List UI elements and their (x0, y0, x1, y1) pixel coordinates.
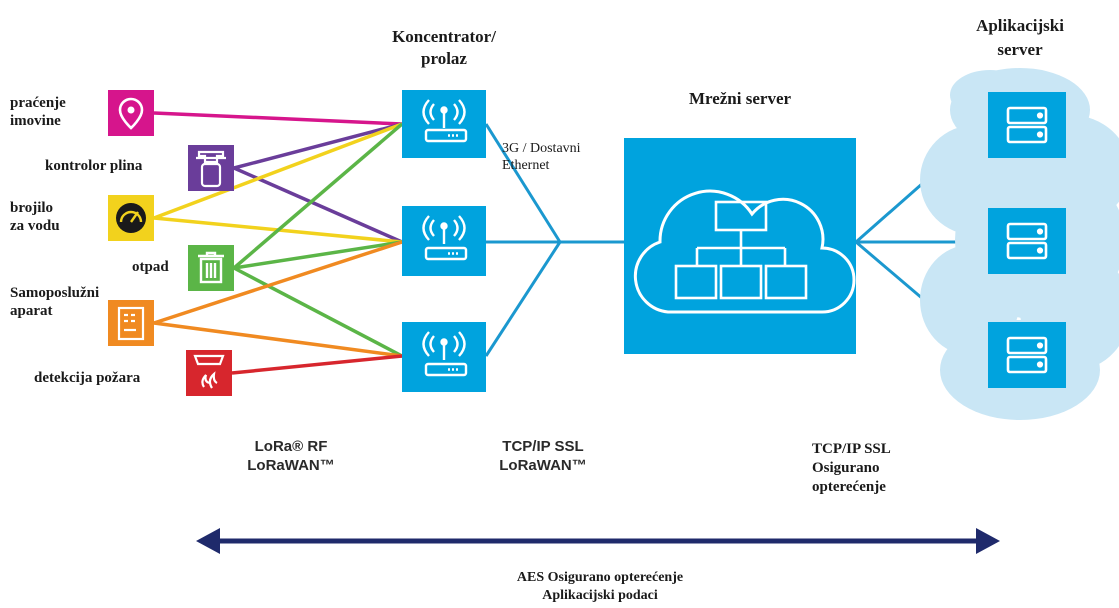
vending-machine-icon (108, 300, 154, 346)
aes-double-arrow (196, 528, 1000, 554)
gateway-title: Koncentrator/prolaz (392, 27, 496, 68)
link-water-meter-to-gateway-1 (153, 122, 403, 220)
app-server-2 (988, 208, 1066, 274)
device-label-waste: otpad (132, 259, 169, 275)
gas-meter-icon (188, 145, 234, 191)
server-icon (1006, 106, 1048, 144)
gateway-antenna-icon (422, 215, 468, 261)
app-server-1 (988, 92, 1066, 158)
cloud-icon (633, 189, 856, 314)
gateway-antenna-icon (422, 331, 468, 377)
device-label-gas-controller: kontrolor plina (45, 158, 143, 174)
network-server-title: Mrežni server (688, 89, 792, 108)
gateway-2 (402, 206, 486, 276)
server-icon (1006, 336, 1048, 374)
link-trash-bin-to-gateway-1 (232, 122, 404, 270)
gateway-1 (402, 90, 486, 158)
app-server-3 (988, 322, 1066, 388)
link-trash-bin-to-gateway-3 (233, 266, 403, 358)
gateway-3 (402, 322, 486, 392)
link-gas-meter-to-gateway-1 (233, 122, 403, 170)
link-location-pin-to-gateway-1 (153, 111, 403, 126)
fire-alarm-icon (186, 350, 232, 396)
backhaul-links (484, 123, 626, 357)
network-server (624, 138, 856, 354)
trash-bin-icon (188, 245, 234, 291)
server-icon (1006, 222, 1048, 260)
link-fire-alarm-to-gateway-3 (231, 354, 403, 375)
water-meter-icon (108, 195, 154, 241)
link-vending-machine-to-gateway-3 (153, 321, 403, 358)
gateway-antenna-icon (422, 99, 468, 143)
link-vending-machine-to-gateway-2 (153, 240, 403, 325)
device-label-fire-detection: detekcija požara (34, 370, 141, 386)
device-gateway-links (153, 111, 404, 375)
link-gas-meter-to-gateway-2 (233, 166, 403, 244)
link-trash-bin-to-gateway-2 (233, 240, 403, 270)
network-topology-icon (674, 200, 808, 300)
location-pin-icon (108, 90, 154, 136)
